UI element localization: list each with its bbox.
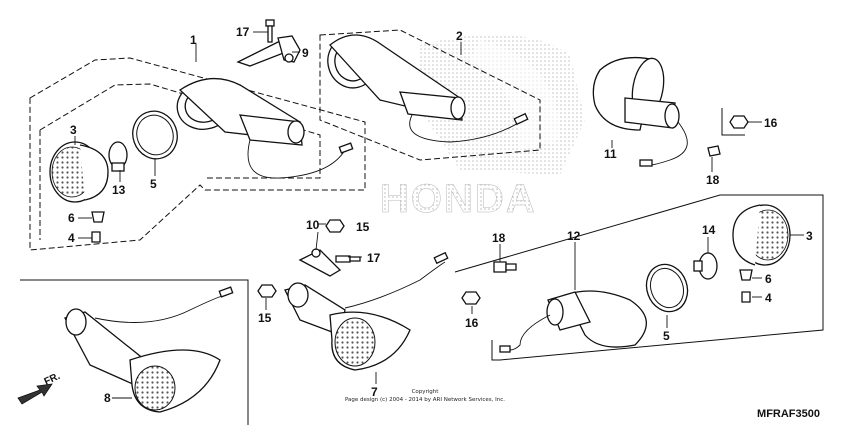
ring-5b	[645, 263, 689, 313]
bracket-9	[236, 35, 301, 67]
callout-2: 2	[456, 29, 463, 43]
callout-17a: 17	[236, 25, 250, 39]
nut-15a	[325, 219, 345, 233]
callout-18b: 18	[492, 231, 506, 245]
callout-1: 1	[190, 33, 197, 47]
callout-3b: 3	[806, 229, 813, 243]
callout-16a: 16	[764, 116, 778, 130]
callout-7: 7	[371, 385, 378, 399]
bulb-13	[108, 141, 128, 172]
nut-16b	[461, 291, 481, 305]
turn-signal-housing-2	[327, 34, 529, 143]
bolt-18a	[707, 145, 721, 157]
bolt-17a	[265, 19, 275, 43]
turn-signal-assembly-7	[284, 251, 449, 371]
copyright-line-1: Copyright	[412, 389, 440, 395]
nut-16a	[721, 108, 749, 136]
bulb-14	[693, 252, 718, 280]
callout-18a: 18	[706, 173, 720, 187]
callout-16b: 16	[465, 316, 479, 330]
lens-3b	[732, 204, 791, 266]
honda-watermark-text: HONDA	[380, 177, 537, 221]
assembly-7-outline	[20, 279, 249, 425]
ring-5a	[132, 110, 178, 160]
callout-12: 12	[567, 229, 581, 243]
callout-6b: 6	[765, 272, 772, 286]
front-arrow-label: FR.	[43, 371, 62, 388]
callout-4a: 4	[68, 231, 75, 245]
turn-signal-assembly-8	[64, 286, 234, 413]
callout-15b: 15	[258, 311, 272, 325]
diagram-code: MFRAF3500	[757, 408, 820, 420]
callout-11: 11	[604, 147, 617, 161]
callout-3a: 3	[70, 123, 77, 137]
assembly-2-outline	[319, 29, 541, 161]
callout-6a: 6	[68, 211, 75, 225]
copyright-line-2: Page design (c) 2004 - 2014 by ARI Netwo…	[345, 397, 505, 403]
callout-10: 10	[306, 218, 320, 232]
callout-4b: 4	[765, 291, 772, 305]
bolt-18b	[493, 261, 517, 273]
screw-4b	[741, 291, 751, 303]
callout-9: 9	[302, 46, 309, 60]
callout-15a: 15	[356, 220, 370, 234]
callout-8: 8	[104, 391, 111, 405]
honda-wing-watermark: HONDA	[380, 34, 585, 221]
leader-lines	[74, 31, 804, 399]
clip-6a	[91, 211, 105, 223]
turn-signal-assembly-11	[592, 56, 688, 167]
callout-17b: 17	[367, 251, 381, 265]
assembly-12-outline	[454, 194, 824, 361]
callout-13: 13	[112, 183, 126, 197]
turn-signal-housing-1	[176, 77, 354, 179]
bracket-10	[298, 248, 342, 277]
turn-signal-assembly-12	[499, 290, 647, 353]
callout-5a: 5	[150, 177, 157, 191]
screw-4a	[91, 231, 101, 243]
clip-6b	[739, 269, 753, 281]
nut-15b	[257, 284, 277, 298]
front-direction-arrow: FR.	[17, 371, 62, 405]
callout-5b: 5	[663, 329, 670, 343]
callout-14: 14	[702, 223, 716, 237]
lens-3a	[49, 141, 109, 203]
